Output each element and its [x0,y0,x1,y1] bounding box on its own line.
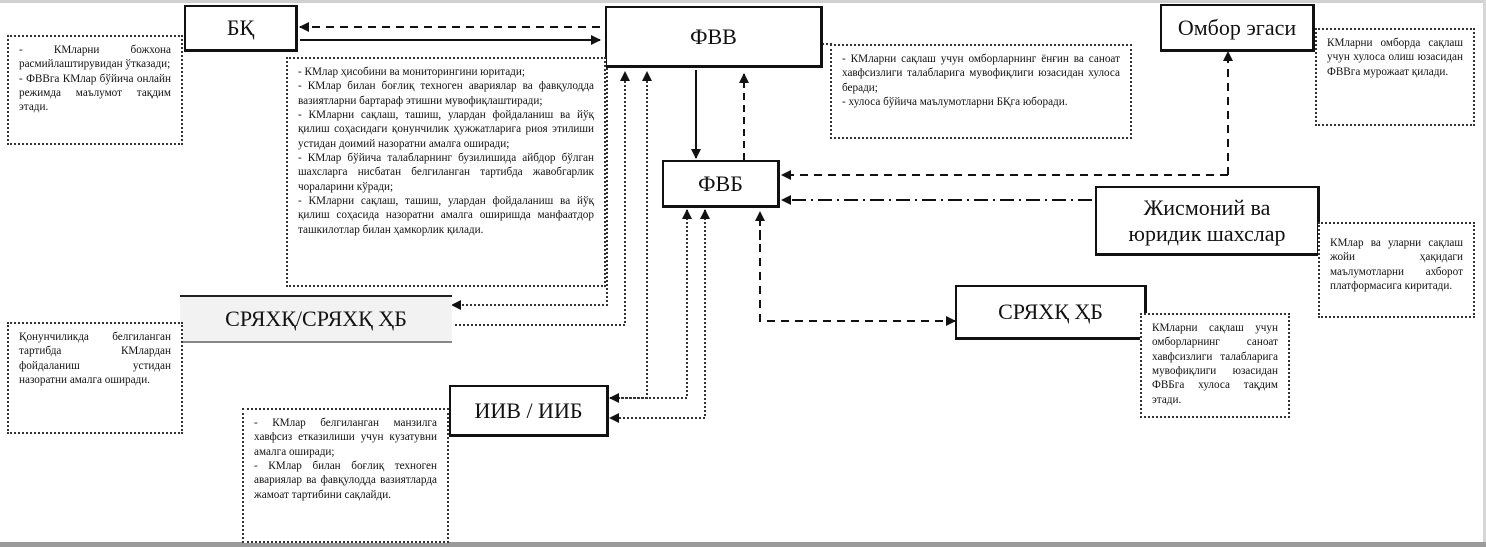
node-sryahq-label: СРЯХҚ/СРЯХҚ ҲБ [225,306,407,332]
node-sryahq-hb[interactable]: СРЯХҚ ҲБ [955,285,1147,340]
note-fvv-duties-line-3: - КМларни сақлаш, ташиш, улардан фойдала… [298,108,594,150]
note-fvv-duties: - КМлар ҳисобини ва мониторингини юритад… [286,57,606,287]
node-fvb-label: ФВБ [698,170,743,196]
note-fvv-duties-line-4: - КМлар бўйича талабларнинг бузилишида а… [298,151,594,193]
arrow-sryahq-to-fvv [455,71,630,326]
note-bk-line-1: - КМларни божхона расмийлаштирувидан ўтк… [19,44,171,71]
node-jismoniy-yuridik[interactable]: Жисмоний ва юридик шахслар [1095,186,1320,256]
node-bk[interactable]: БҚ [184,5,298,52]
note-iiv-iib-line-2: - КМлар билан боғлиқ техноген авариялар … [254,459,437,501]
note-ombor-egasi: КМларни омборда сақлаш учун хулоса олиш … [1315,28,1475,126]
note-iiv-iib: - КМлар белгиланган манзилга хавфсиз етк… [242,408,449,543]
note-sryahq-hb: КМларни сақлаш учун омборларнинг саноат … [1140,313,1290,418]
note-fvv-duties-line-1: - КМлар ҳисобини ва мониторингини юритад… [298,66,525,78]
note-jismoniy-yuridik-line-1: КМлар ва уларни сақлаш жойи ҳақидаги маъ… [1330,237,1463,292]
arrow-fvv-to-sryahq [451,60,608,310]
window-frame-top [0,0,1486,3]
arrow-iiv-to-fvv [610,71,652,399]
node-ombor-egasi[interactable]: Омбор эгаси [1160,4,1315,52]
node-fvb[interactable]: ФВБ [662,160,780,208]
note-sryahq-line-1: Қонунчиликда белгиланган тартибда КМлард… [19,331,171,386]
note-jismoniy-yuridik: КМлар ва уларни сақлаш жойи ҳақидаги маъ… [1318,222,1475,318]
node-fvv[interactable]: ФВВ [605,6,823,68]
note-fvv-conclusion: - КМларни сақлаш учун омборларнинг ёнғин… [830,44,1132,139]
note-fvv-duties-line-2: - КМлар билан боғлиқ техноген авариялар … [298,80,594,107]
node-ombor-egasi-label: Омбор эгаси [1177,14,1297,40]
arrow-fvb-to-sryahq-hb [759,216,956,326]
note-bk: - КМларни божхона расмийлаштирувидан ўтк… [7,35,183,145]
note-fvv-conclusion-line-1: - КМларни сақлаш учун омборларнинг ёнғин… [842,53,1120,94]
node-iiv-iib-label: ИИВ / ИИБ [474,397,583,423]
node-jismoniy-yuridik-label: Жисмоний ва юридик шахслар [1128,195,1286,246]
node-iiv-iib[interactable]: ИИВ / ИИБ [449,385,609,437]
arrow-fvb-to-iiv-2 [609,218,706,423]
note-sryahq-hb-line-1: КМларни сақлаш учун омборларнинг саноат … [1152,322,1278,406]
node-sryahq[interactable]: СРЯХҚ/СРЯХҚ ҲБ [180,295,452,343]
note-fvv-duties-line-5: - КМларни сақлаш, ташиш, улардан фойдала… [298,194,594,236]
note-fvv-conclusion-line-2: - хулоса бўйича маълумотларни БҚга юбора… [842,95,1068,108]
note-ombor-egasi-line-1: КМларни омборда сақлаш учун хулоса олиш … [1327,37,1463,78]
note-bk-line-2: - ФВВга КМлар бўйича онлайн режимда маъл… [19,72,171,114]
node-bk-label: БҚ [226,15,255,41]
window-frame-right [1483,0,1486,547]
node-fvv-label: ФВВ [690,23,737,49]
arrow-fvb-to-iiv-1 [609,218,688,403]
note-sryahq: Қонунчиликда белгиланган тартибда КМлард… [7,322,183,434]
note-iiv-iib-line-1: - КМлар белгиланган манзилга хавфсиз етк… [254,417,437,458]
window-frame-bottom [0,542,1486,547]
node-sryahq-hb-label: СРЯХҚ ҲБ [998,299,1103,325]
